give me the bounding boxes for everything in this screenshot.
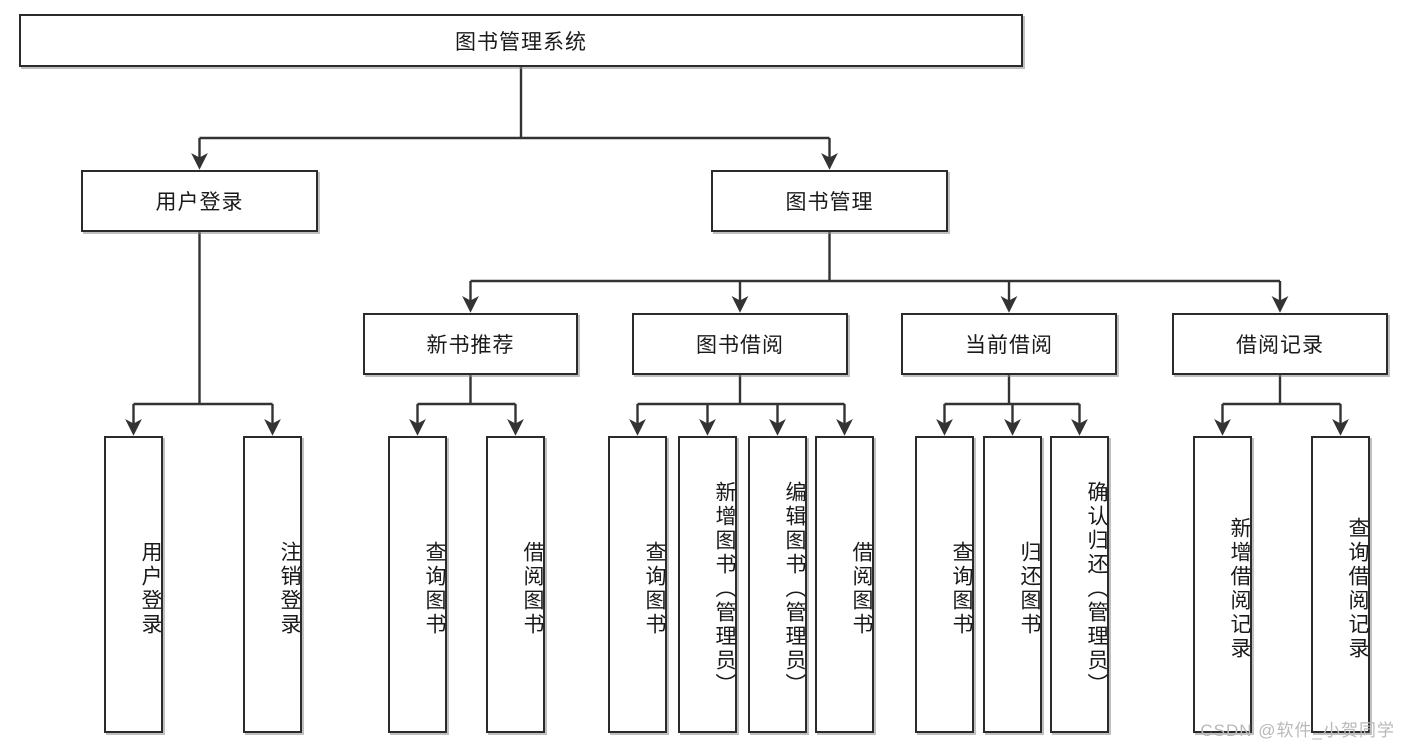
node-label: 新增图书（管理员） — [713, 480, 736, 697]
node-leaf-return-book[interactable]: 归还图书 — [983, 436, 1042, 733]
node-leaf-user-login[interactable]: 用户登录 — [104, 436, 163, 733]
node-label: 编辑图书（管理员） — [783, 480, 806, 697]
node-leaf-logout[interactable]: 注销登录 — [243, 436, 302, 733]
node-label: 注销登录 — [278, 540, 301, 637]
node-label: 借阅图书 — [521, 540, 544, 637]
node-leaf-query-book-1[interactable]: 查询图书 — [388, 436, 447, 733]
node-label: 图书借阅 — [696, 334, 784, 357]
node-book-borrow[interactable]: 图书借阅 — [632, 313, 848, 375]
node-leaf-query-book-2[interactable]: 查询图书 — [608, 436, 667, 733]
node-label: 查询借阅记录 — [1346, 516, 1369, 661]
node-leaf-borrow-book-2[interactable]: 借阅图书 — [815, 436, 874, 733]
node-leaf-add-record[interactable]: 新增借阅记录 — [1193, 436, 1252, 733]
node-label: 图书管理系统 — [455, 30, 587, 54]
node-label: 确认归还（管理员） — [1085, 480, 1108, 697]
node-label: 归还图书 — [1018, 540, 1041, 637]
node-label: 借阅记录 — [1236, 334, 1324, 357]
node-current-borrow[interactable]: 当前借阅 — [901, 313, 1117, 375]
node-label: 新增借阅记录 — [1228, 516, 1251, 661]
node-label: 用户登录 — [139, 540, 162, 637]
node-book-manage[interactable]: 图书管理 — [711, 170, 948, 232]
node-label: 当前借阅 — [965, 334, 1053, 357]
node-leaf-confirm-return[interactable]: 确认归还（管理员） — [1050, 436, 1109, 733]
node-new-book-recommend[interactable]: 新书推荐 — [363, 313, 578, 375]
node-leaf-query-record[interactable]: 查询借阅记录 — [1311, 436, 1370, 733]
node-label: 新书推荐 — [426, 334, 515, 357]
node-label: 图书管理 — [785, 191, 874, 214]
node-root[interactable]: 图书管理系统 — [19, 14, 1023, 67]
node-leaf-edit-book[interactable]: 编辑图书（管理员） — [748, 436, 807, 733]
node-borrow-record[interactable]: 借阅记录 — [1172, 313, 1388, 375]
node-label: 借阅图书 — [850, 540, 873, 637]
node-label: 查询图书 — [423, 540, 446, 637]
node-user-login[interactable]: 用户登录 — [81, 170, 318, 232]
node-label: 查询图书 — [950, 540, 973, 637]
node-leaf-query-book-3[interactable]: 查询图书 — [915, 436, 974, 733]
node-label: 用户登录 — [155, 191, 244, 214]
node-leaf-borrow-book-1[interactable]: 借阅图书 — [486, 436, 545, 733]
node-leaf-add-book[interactable]: 新增图书（管理员） — [678, 436, 737, 733]
node-label: 查询图书 — [643, 540, 666, 637]
